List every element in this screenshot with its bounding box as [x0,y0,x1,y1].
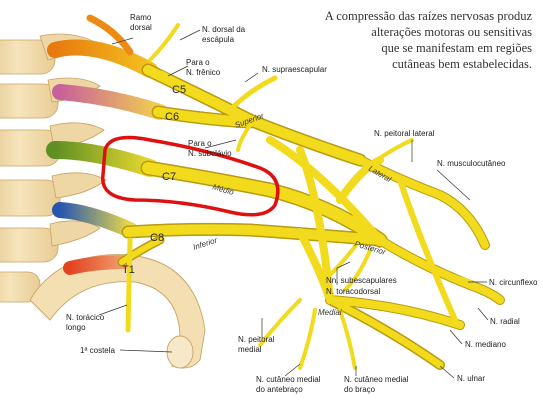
phrenic-branch [148,69,177,84]
subclavian-branch [236,123,252,152]
label-n-ulnar: N. ulnar [457,374,485,383]
label-cutaneo-braco-1: N. cutâneo medial [344,375,409,384]
vertebra [0,179,61,217]
subscapular-nerves [328,238,362,277]
caption-line-3: que se manifestam em regiões [381,41,532,55]
label-primeira-costela: 1ª costela [80,346,116,355]
label-para-frenico-2: N. frênico [186,68,221,77]
root-c5-segment [47,39,158,78]
root-label-c7: C7 [162,171,176,183]
root-c8-segment [52,202,138,238]
long-thoracic-nerve [125,237,133,333]
cord-label-medial: Medial [318,308,342,317]
label-n-toracodorsal: N. toracodorsal [326,287,380,296]
label-ramo-dorsal-2: dorsal [130,23,152,32]
label-toracico-longo-1: N. torácico [66,313,105,322]
c6-root [153,107,255,127]
root-t1-segment [63,255,132,275]
label-peitoral-medial-1: N. peitoral [238,335,275,344]
thoracodorsal-nerve [343,248,372,292]
label-para-subclavio-2: N. subclávio [188,149,232,158]
root-label-c5: C5 [172,84,186,96]
label-para-subclavio-1: Para o [188,139,212,148]
label-n-radial: N. radial [490,317,520,326]
trunk-label-inferior: Inferior [192,236,219,252]
nerve-roots [46,14,168,275]
label-cutaneo-antebraco-2: do antebraço [256,385,303,394]
first-rib [29,254,206,369]
root-label-c6: C6 [165,111,179,123]
label-ramo-dorsal-1: Ramo [130,13,152,22]
lateral-root-median [397,177,458,323]
middle-trunk [142,162,386,246]
c7-highlight-outline [101,135,280,217]
label-para-frenico-1: Para o [186,58,210,67]
caption-line-1: A compressão das raízes nervosas produz [325,9,533,23]
label-cutaneo-braco-2: do braço [344,385,376,394]
caption: A compressão das raízes nervosas produz … [325,9,533,71]
dorsal-scapular-nerve [148,23,180,62]
caption-line-4: cutâneas bem estabelecidas. [392,57,532,71]
division [266,136,384,244]
vertebra [0,227,59,263]
root-c7-segment [46,141,159,177]
label-n-musculocutaneo: N. musculocutâneo [437,159,506,168]
label-dorsal-escapula-2: escápula [202,35,235,44]
plexus-nerves [117,23,505,370]
medial-cutaneous-forearm [298,308,317,370]
root-label-c8: C8 [150,232,164,244]
division [296,146,334,304]
root-label-t1: T1 [122,264,135,276]
label-n-mediano: N. mediano [465,340,506,349]
transverse-process [51,172,107,199]
axillary-nerve [417,259,473,285]
medial-pectoral-nerve [258,298,302,347]
medial-cutaneous-arm [338,308,357,370]
label-cutaneo-antebraco-1: N. cutâneo medial [256,375,321,384]
label-n-supraescapular: N. supraescapular [262,65,327,74]
caption-line-2: alterações motoras ou sensitivas [371,25,532,39]
root-c6-segment [52,84,168,120]
label-peitoral-medial-2: medial [238,345,262,354]
leader-lines [98,29,489,379]
transverse-process [49,220,101,247]
label-n-peitoral-lateral: N. peitoral lateral [374,129,435,138]
medial-cord [296,228,334,304]
musculocutaneous-nerve [356,156,489,249]
label-toracico-longo-2: longo [66,323,86,332]
t1-root [119,237,163,265]
label-dorsal-escapula-1: N. dorsal da [202,25,246,34]
suprascapular-nerve [227,75,278,113]
ulnar-nerve [326,296,444,369]
lateral-pectoral-nerve [368,138,414,167]
dorsal-ramus-branch [86,14,134,56]
inferior-trunk [123,224,385,245]
median-nerve [326,296,464,329]
label-nn-subescapulares: Nn. subescapulares [326,276,397,285]
label-n-circunflexo: N. circunflexo [489,278,538,287]
